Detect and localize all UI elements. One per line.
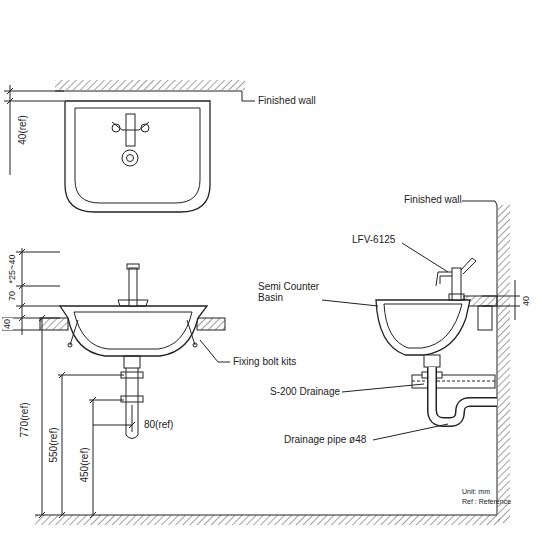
callout-label: Fixing bolt kits (233, 356, 296, 367)
callout-label: Finished wall (404, 194, 462, 205)
callout-label: Finished wall (258, 95, 316, 106)
callout-label: 80(ref) (144, 419, 173, 430)
dimension-label: 450(ref) (79, 446, 90, 483)
callout-label: Unit: mm (462, 488, 490, 496)
dimension-label: 770(ref) (19, 401, 30, 438)
callout-label: S-200 Drainage (270, 386, 340, 397)
callout-label: Drainage pipe ø48 (284, 434, 366, 445)
dimension-label: *25~40 (8, 254, 18, 285)
callout-label: Ref : Reference (462, 498, 511, 506)
dimension-label: 40(ref) (17, 114, 28, 145)
dimension-label: 40 (522, 295, 532, 307)
dimension-label: 70 (8, 290, 18, 302)
callout-label: Semi Counter Basin (258, 281, 324, 303)
callout-label: LFV-6125 (352, 234, 395, 245)
dimension-label: 550(ref) (48, 426, 59, 463)
dimension-label: 40 (3, 318, 13, 330)
